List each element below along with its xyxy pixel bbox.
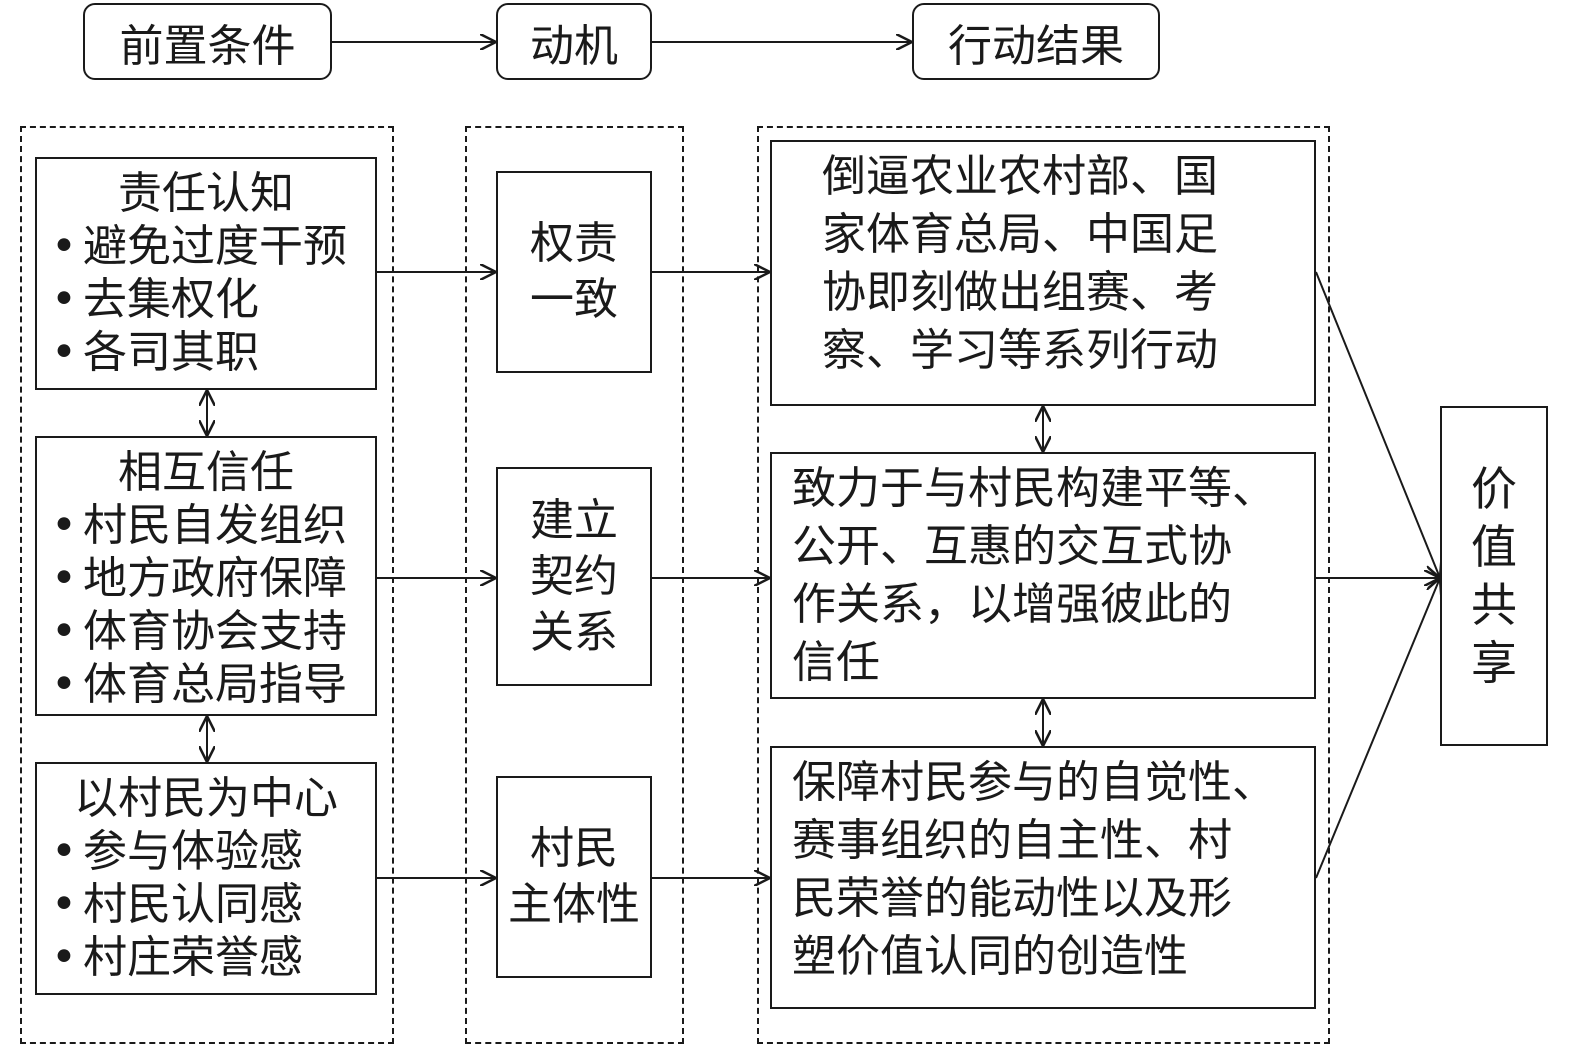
arrow-result3-to-outcome bbox=[1315, 578, 1440, 879]
motive-line: 一致 bbox=[530, 274, 618, 325]
result-line: 协即刻做出组赛、考 bbox=[822, 267, 1218, 318]
outcome-box-value-sharing: 价 值 共 享 bbox=[1440, 406, 1548, 746]
outcome-char: 价 bbox=[1471, 462, 1517, 516]
result-box-3: 保障村民参与的自觉性、 赛事组织的自主性、村 民荣誉的能动性以及形 塑价值认同的… bbox=[770, 746, 1316, 1009]
motive-line: 主体性 bbox=[508, 879, 640, 930]
precondition-item: 村庄荣誉感 bbox=[37, 931, 375, 984]
header-motive: 动机 bbox=[496, 3, 652, 80]
motive-box-villager-subjectivity: 村民 主体性 bbox=[496, 776, 652, 978]
arrow-result1-to-outcome bbox=[1315, 271, 1440, 578]
precondition-item: 参与体验感 bbox=[37, 825, 375, 878]
motive-group bbox=[465, 126, 684, 1044]
result-line: 作关系，以增强彼此的 bbox=[792, 579, 1232, 630]
precondition-item: 村民认同感 bbox=[37, 878, 375, 931]
header-precondition-label: 前置条件 bbox=[119, 20, 296, 72]
result-line: 察、学习等系列行动 bbox=[822, 325, 1218, 376]
precondition-box-responsibility: 责任认知 避免过度干预 去集权化 各司其职 bbox=[35, 157, 377, 390]
result-line: 公开、互惠的交互式协 bbox=[792, 521, 1232, 572]
precondition-item: 去集权化 bbox=[37, 273, 375, 326]
precondition-title: 责任认知 bbox=[118, 168, 294, 219]
header-motive-label: 动机 bbox=[530, 20, 618, 72]
precondition-item: 各司其职 bbox=[37, 326, 375, 379]
precondition-title: 以村民为中心 bbox=[74, 773, 338, 824]
precondition-item: 体育总局指导 bbox=[37, 658, 375, 711]
precondition-group bbox=[20, 126, 394, 1044]
precondition-item: 地方政府保障 bbox=[37, 552, 375, 605]
result-line: 信任 bbox=[792, 637, 880, 688]
result-box-2: 致力于与村民构建平等、 公开、互惠的交互式协 作关系，以增强彼此的 信任 bbox=[770, 452, 1316, 699]
result-line: 塑价值认同的创造性 bbox=[792, 931, 1188, 982]
outcome-char: 享 bbox=[1471, 636, 1517, 690]
result-box-1: 倒逼农业农村部、国 家体育总局、中国足 协即刻做出组赛、考 察、学习等系列行动 bbox=[770, 140, 1316, 406]
precondition-item: 村民自发组织 bbox=[37, 499, 375, 552]
motive-line: 关系 bbox=[530, 606, 618, 658]
motive-line: 村民 bbox=[530, 823, 618, 874]
precondition-title: 相互信任 bbox=[118, 447, 294, 498]
header-result-label: 行动结果 bbox=[948, 20, 1124, 72]
motive-line: 契约 bbox=[530, 550, 618, 602]
motive-line: 建立 bbox=[530, 494, 618, 546]
precondition-box-trust: 相互信任 村民自发组织 地方政府保障 体育协会支持 体育总局指导 bbox=[35, 436, 377, 716]
motive-box-accountability: 权责 一致 bbox=[496, 171, 652, 373]
result-line: 民荣誉的能动性以及形 bbox=[792, 873, 1232, 924]
outcome-char: 值 bbox=[1471, 520, 1517, 574]
motive-box-contract: 建立 契约 关系 bbox=[496, 467, 652, 686]
result-line: 保障村民参与的自觉性、 bbox=[792, 757, 1276, 808]
result-line: 致力于与村民构建平等、 bbox=[792, 463, 1276, 514]
result-line: 赛事组织的自主性、村 bbox=[792, 815, 1232, 866]
motive-line: 权责 bbox=[530, 218, 618, 269]
result-group bbox=[757, 126, 1330, 1044]
result-line: 家体育总局、中国足 bbox=[822, 209, 1218, 260]
precondition-box-villager-centered: 以村民为中心 参与体验感 村民认同感 村庄荣誉感 bbox=[35, 762, 377, 995]
result-line: 倒逼农业农村部、国 bbox=[822, 151, 1218, 202]
header-precondition: 前置条件 bbox=[83, 3, 332, 80]
precondition-item: 体育协会支持 bbox=[37, 605, 375, 658]
precondition-item: 避免过度干预 bbox=[37, 220, 375, 273]
header-result: 行动结果 bbox=[912, 3, 1160, 80]
outcome-char: 共 bbox=[1471, 578, 1517, 632]
